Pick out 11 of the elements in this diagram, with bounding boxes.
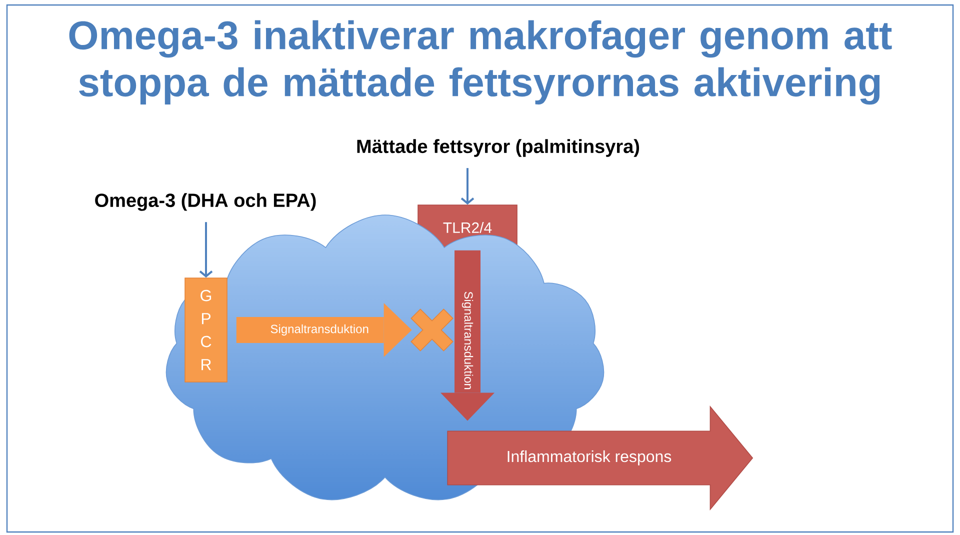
edge-label: Signaltransduktion [268, 322, 370, 338]
text-label: Mättade fettsyror (palmitinsyra) [357, 139, 640, 157]
cross-mark [410, 308, 454, 352]
block-arrow [236, 303, 412, 357]
block-arrow [440, 250, 494, 421]
arrow [199, 222, 213, 278]
receptor-box: G P C R [184, 278, 228, 382]
title: Omega-3 inaktiverar makrofager genom att stoppa de mättade fettsyrornas aktivering [69, 20, 892, 105]
arrow [460, 168, 474, 205]
text-label: Omega-3 (DHA och EPA) [95, 193, 316, 211]
edge-label: Signaltransduktion [460, 290, 475, 392]
